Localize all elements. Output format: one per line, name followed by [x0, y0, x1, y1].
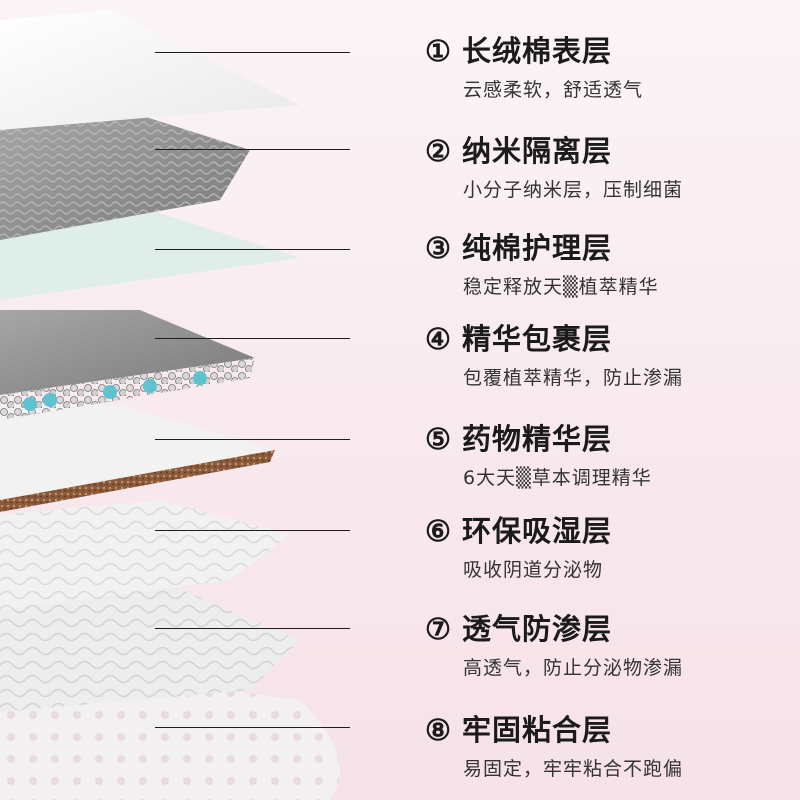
layer-description: 高透气，防止分泌物渗漏: [463, 657, 684, 679]
layer-label-3: ③ 纯棉护理层 稳定释放天▒植萃精华: [425, 231, 795, 299]
leader-line-4: [155, 338, 350, 339]
leader-line-3: [155, 249, 350, 250]
layer-6-shape: [0, 500, 290, 610]
layer-5-shape: [0, 405, 275, 512]
leader-line-1: [155, 52, 350, 53]
layer-number: ③: [425, 231, 452, 265]
layer-description: 6大天▒草本调理精华: [463, 467, 652, 489]
layer-label-7: ⑦ 透气防渗层 高透气，防止分泌物渗漏: [425, 612, 795, 680]
layer-label-4: ④ 精华包裹层 包覆植萃精华，防止渗漏: [425, 322, 795, 390]
layer-number: ⑤: [425, 422, 452, 456]
layer-1-shape: [0, 10, 300, 130]
layer-number: ⑦: [425, 612, 452, 646]
layer-label-6: ⑥ 环保吸湿层 吸收阴道分泌物: [425, 514, 795, 582]
layer-4-shape: [0, 310, 255, 420]
layer-title: 精华包裹层: [462, 322, 613, 356]
layer-title: 纯棉护理层: [462, 231, 613, 265]
layer-title: 牢固粘合层: [462, 713, 613, 747]
layer-label-2: ② 纳米隔离层 小分子纳米层，压制细菌: [425, 134, 795, 202]
leader-line-2: [155, 149, 350, 150]
layer-number: ①: [425, 34, 452, 68]
leader-line-5: [155, 439, 350, 440]
layer-title: 纳米隔离层: [462, 134, 613, 168]
layer-7-shape: [0, 585, 300, 712]
layer-2-shape: [0, 112, 250, 240]
layer-label-5: ⑤ 药物精华层 6大天▒草本调理精华: [425, 422, 795, 490]
layer-title: 长绒棉表层: [462, 34, 613, 68]
layer-description: 小分子纳米层，压制细菌: [463, 179, 684, 201]
layer-description: 易固定，牢牢粘合不跑偏: [463, 758, 684, 780]
layer-title: 药物精华层: [462, 422, 613, 456]
layer-number: ④: [425, 322, 452, 356]
layer-description: 稳定释放天▒植萃精华: [463, 276, 659, 298]
layer-number: ②: [425, 134, 452, 168]
layer-description: 包覆植萃精华，防止渗漏: [463, 367, 684, 389]
layer-description: 吸收阴道分泌物: [463, 559, 604, 581]
layer-number: ⑧: [425, 713, 452, 747]
layer-description: 云感柔软，舒适透气: [463, 79, 644, 101]
leader-line-6: [155, 530, 350, 531]
leader-line-7: [155, 628, 350, 629]
layer-3-shape: [0, 210, 300, 300]
layer-title: 透气防渗层: [462, 612, 613, 646]
layer-number: ⑥: [425, 514, 452, 548]
layer-label-8: ⑧ 牢固粘合层 易固定，牢牢粘合不跑偏: [425, 713, 795, 781]
layer-title: 环保吸湿层: [462, 514, 613, 548]
layer-label-1: ① 长绒棉表层 云感柔软，舒适透气: [425, 34, 795, 102]
leader-line-8: [155, 727, 350, 728]
